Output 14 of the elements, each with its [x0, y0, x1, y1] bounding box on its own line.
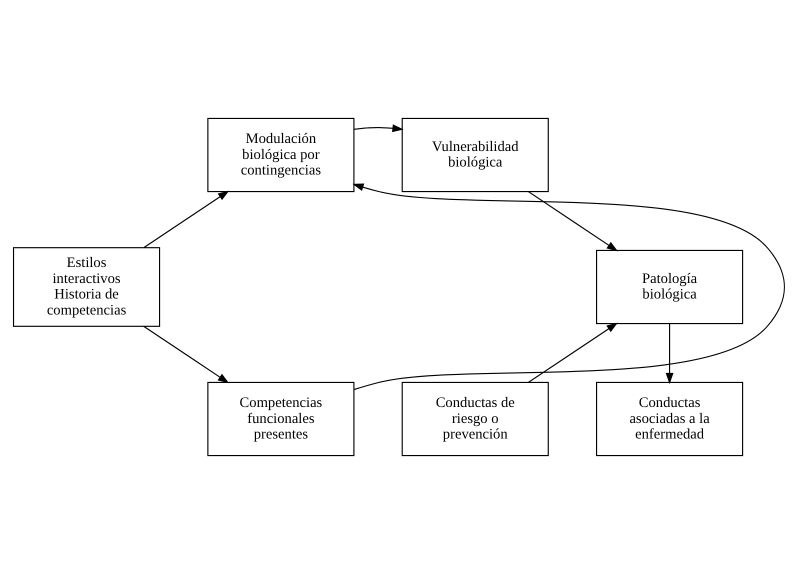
- node-box: Estilos interactivos Historia de competencias: [12, 246, 160, 326]
- node-box: Vulnerabilidad biológica: [402, 117, 549, 192]
- arrow: [352, 182, 786, 390]
- arrow: [528, 190, 618, 251]
- arrow: [528, 322, 618, 382]
- node-box: Conductas asociadas a la enfermedad: [596, 381, 744, 456]
- arrow: [144, 190, 230, 248]
- node-box: Conductas de riesgo o prevención: [402, 381, 549, 456]
- arrow: [666, 323, 674, 384]
- arrow: [354, 124, 404, 132]
- node-box: Patología biológica: [596, 249, 744, 324]
- arrow: [144, 325, 230, 383]
- node-box: Modulación biológica por contingencias: [207, 117, 354, 192]
- node-box: Competencias funcionales presentes: [207, 381, 354, 456]
